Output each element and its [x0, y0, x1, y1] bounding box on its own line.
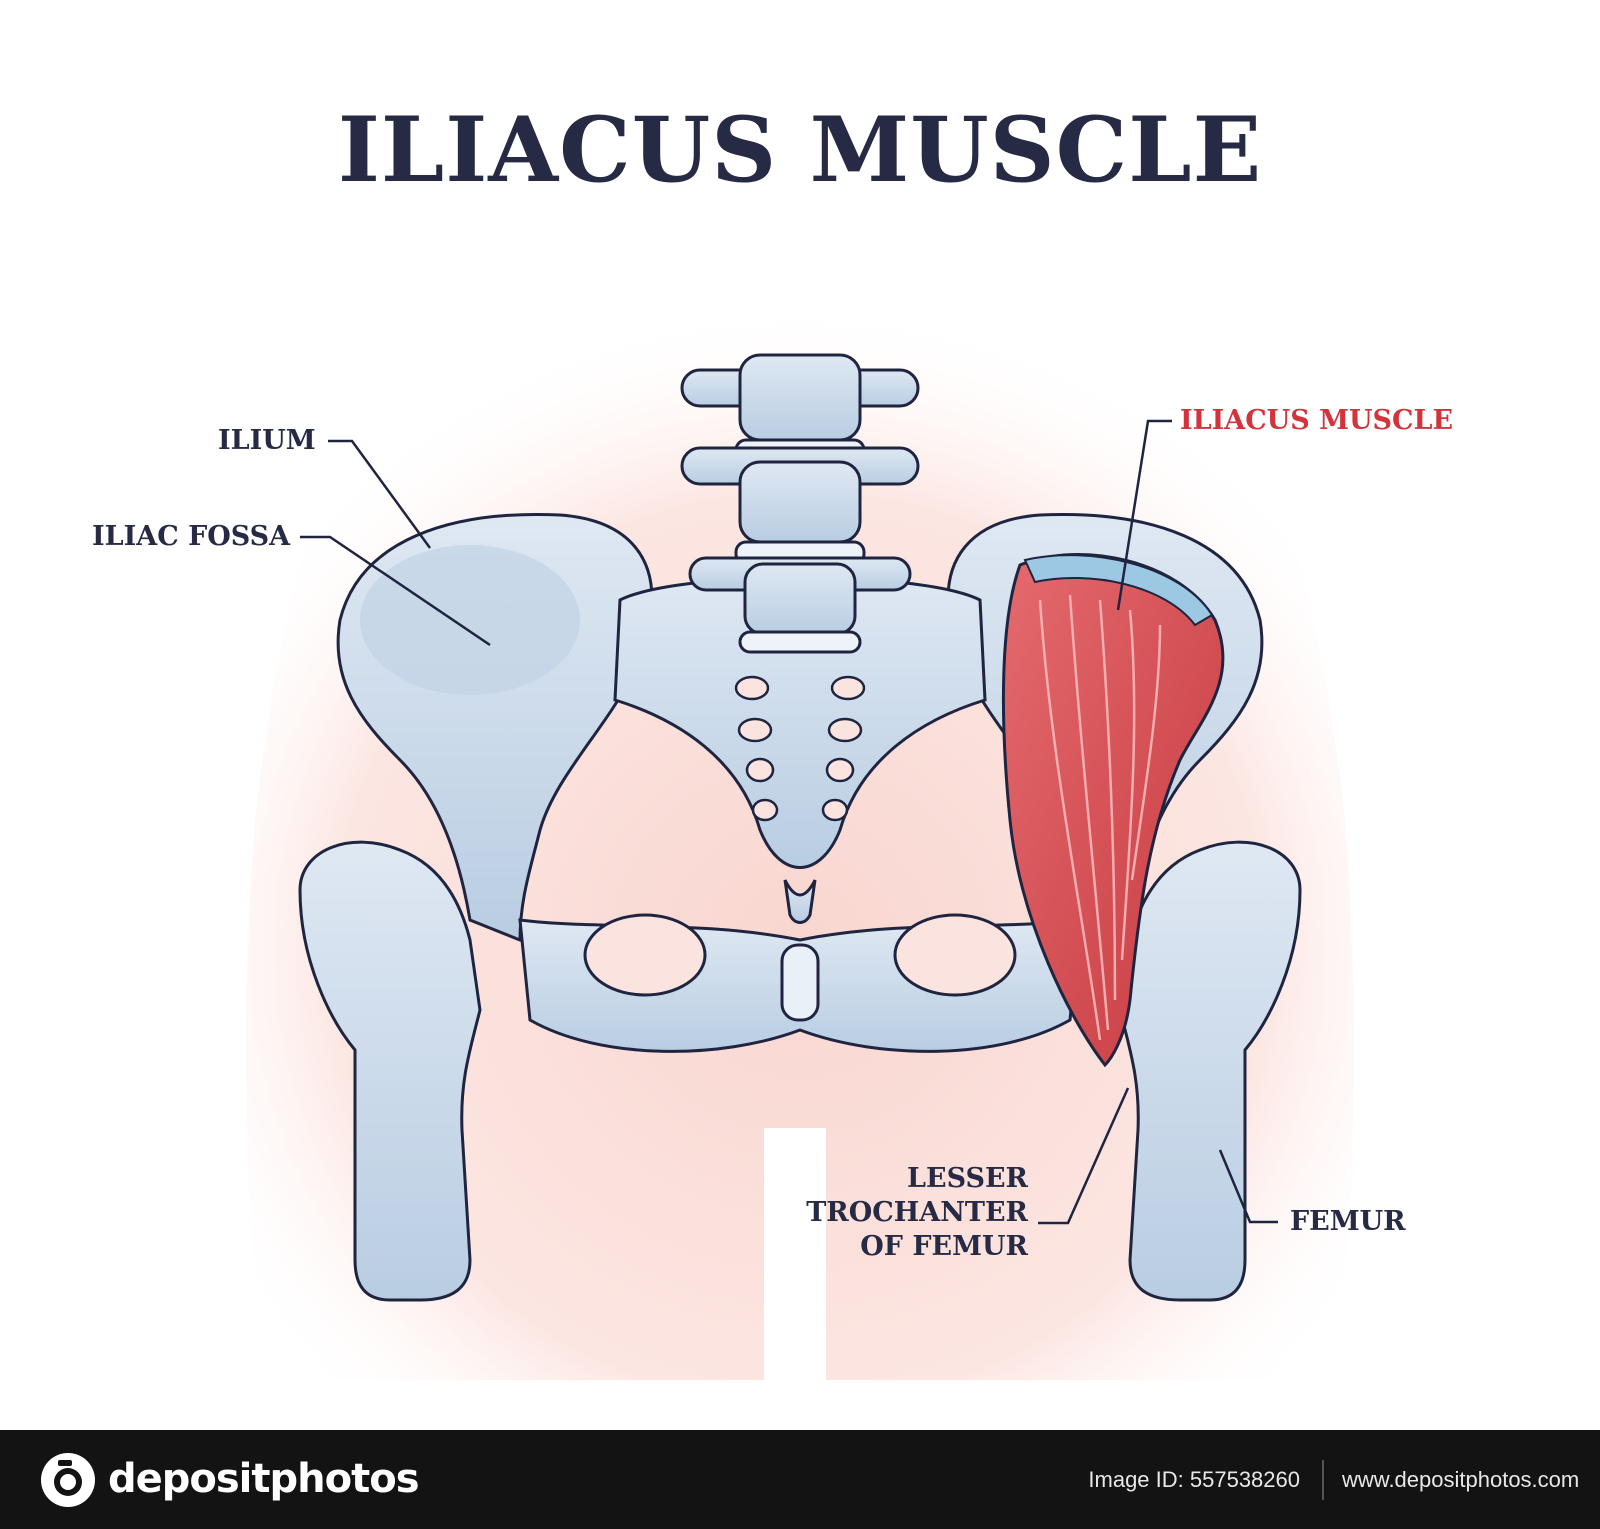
diagram-title: ILIACUS MUSCLE [0, 100, 1600, 200]
footer-brand: depositphotos [108, 1456, 419, 1502]
right-obturator [895, 915, 1015, 995]
left-obturator [585, 915, 705, 995]
footer-site-url: www.depositphotos.com [1342, 1466, 1579, 1494]
watermark-footer: depositphotos Image ID: 557538260 www.de… [0, 1430, 1600, 1529]
label-line-1: LESSER [728, 1162, 1028, 1196]
footer-divider [1322, 1460, 1324, 1500]
camera-logo-icon [40, 1452, 96, 1508]
label-line-2: TROCHANTER [728, 1196, 1028, 1230]
label-femur: FEMUR [1290, 1205, 1406, 1239]
footer-image-id: Image ID: 557538260 [1088, 1466, 1300, 1494]
label-ilium: ILIUM [218, 424, 316, 458]
label-lesser-trochanter: LESSER TROCHANTER OF FEMUR [728, 1162, 1028, 1264]
label-iliacus-muscle: ILIACUS MUSCLE [1180, 404, 1453, 438]
label-iliac-fossa: ILIAC FOSSA [92, 520, 290, 554]
left-iliac-fossa [360, 545, 580, 695]
label-line-3: OF FEMUR [728, 1230, 1028, 1264]
pubic-symphysis [782, 945, 818, 1020]
